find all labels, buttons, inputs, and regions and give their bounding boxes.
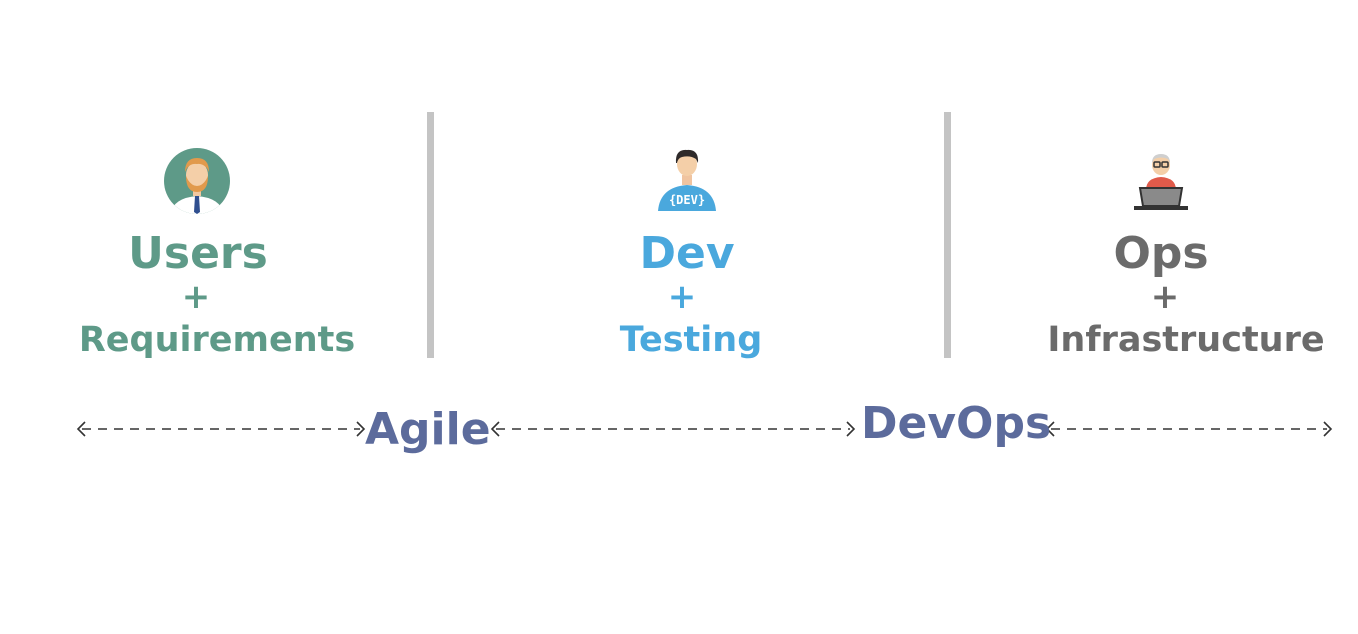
developer-avatar-icon: {DEV} bbox=[652, 145, 722, 215]
plus-sign: + bbox=[181, 277, 211, 317]
agile-span-arrow bbox=[76, 421, 366, 437]
svg-text:{DEV}: {DEV} bbox=[669, 193, 705, 207]
devops-label: DevOps bbox=[861, 398, 1052, 449]
column-title: Users bbox=[128, 228, 268, 279]
divider-right bbox=[944, 112, 951, 358]
plus-sign: + bbox=[1150, 277, 1180, 317]
devops-span-arrow bbox=[1045, 421, 1333, 437]
column-ops: Ops + Infrastructure bbox=[1036, 230, 1336, 364]
column-subtitle: Testing bbox=[619, 320, 763, 360]
column-subtitle: Infrastructure bbox=[1047, 320, 1325, 360]
column-users: Users + Requirements bbox=[67, 230, 367, 364]
column-title: Ops bbox=[1113, 228, 1209, 279]
divider-left bbox=[427, 112, 434, 358]
middle-span-arrow bbox=[490, 421, 856, 437]
column-dev: Dev + Testing bbox=[541, 230, 841, 364]
column-title: Dev bbox=[639, 228, 735, 279]
plus-sign: + bbox=[667, 277, 697, 317]
operator-laptop-icon bbox=[1126, 148, 1196, 218]
column-subtitle: Requirements bbox=[78, 320, 356, 360]
agile-label: Agile bbox=[365, 404, 491, 455]
businessman-avatar-icon bbox=[162, 146, 232, 216]
